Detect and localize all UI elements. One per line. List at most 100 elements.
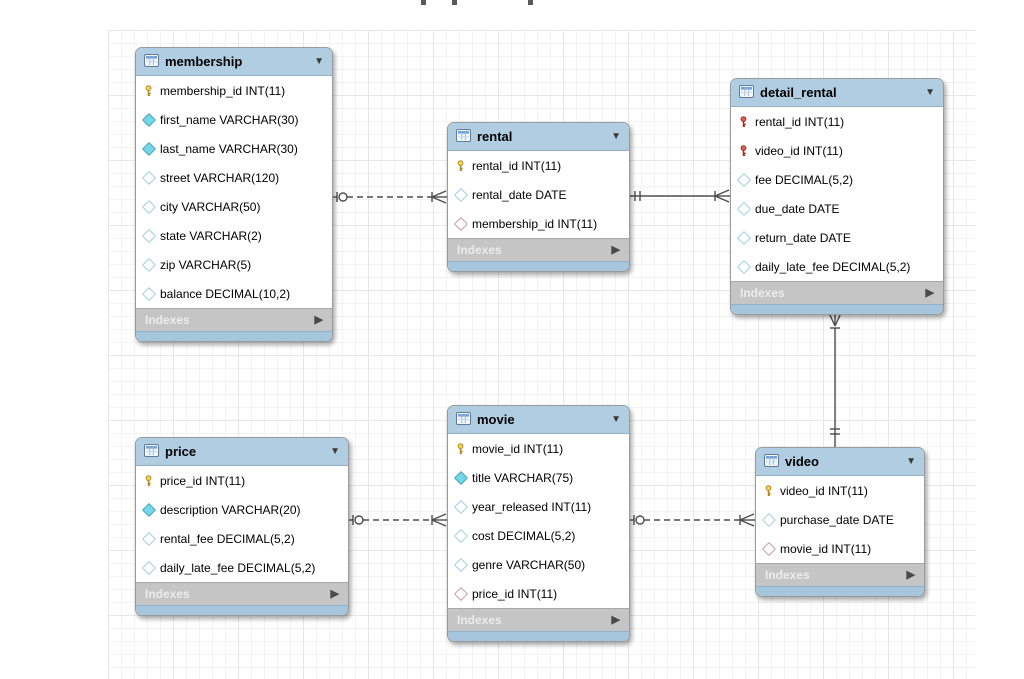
column-definition: year_released INT(11)	[472, 499, 592, 514]
column-title[interactable]: title VARCHAR(75)	[448, 463, 629, 492]
nullable-column-icon	[453, 557, 468, 572]
column-daily_late_fee[interactable]: daily_late_fee DECIMAL(5,2)	[136, 553, 348, 582]
table-rental[interactable]: rental ▼ rental_id INT(11)rental_date DA…	[447, 122, 630, 272]
table-icon	[144, 443, 159, 460]
collapse-arrow-icon[interactable]: ▼	[314, 55, 324, 67]
expand-arrow-icon[interactable]: ▶	[906, 568, 915, 581]
nullable-column-icon	[141, 170, 156, 185]
column-video_id[interactable]: video_id INT(11)	[731, 136, 943, 165]
column-definition: daily_late_fee DECIMAL(5,2)	[755, 259, 911, 274]
column-purchase_date[interactable]: purchase_date DATE	[756, 505, 924, 534]
column-first_name[interactable]: first_name VARCHAR(30)	[136, 105, 332, 134]
indexes-label: Indexes	[765, 568, 810, 582]
column-definition: zip VARCHAR(5)	[160, 257, 252, 272]
table-membership[interactable]: membership ▼ membership_id INT(11)first_…	[135, 47, 333, 342]
table-detail_rental[interactable]: detail_rental ▼ rental_id INT(11)video_i…	[730, 78, 944, 315]
column-genre[interactable]: genre VARCHAR(50)	[448, 550, 629, 579]
table-footer	[756, 586, 924, 596]
column-description[interactable]: description VARCHAR(20)	[136, 495, 348, 524]
indexes-section[interactable]: Indexes ▶	[448, 608, 629, 631]
table-title: price	[165, 444, 197, 459]
primary-key-icon	[455, 442, 466, 455]
table-video[interactable]: video ▼ video_id INT(11) purchase_date DA…	[755, 447, 925, 597]
table-title: movie	[477, 412, 515, 427]
expand-arrow-icon[interactable]: ▶	[611, 243, 620, 256]
column-rental_date[interactable]: rental_date DATE	[448, 180, 629, 209]
column-return_date[interactable]: return_date DATE	[731, 223, 943, 252]
collapse-arrow-icon[interactable]: ▼	[611, 130, 621, 142]
column-list: price_id INT(11)description VARCHAR(20)r…	[136, 466, 348, 582]
table-header[interactable]: membership ▼	[136, 48, 332, 76]
table-footer	[136, 331, 332, 341]
nullable-column-icon	[736, 201, 751, 216]
indexes-label: Indexes	[740, 286, 785, 300]
expand-arrow-icon[interactable]: ▶	[314, 313, 323, 326]
table-price[interactable]: price ▼ price_id INT(11)description VARC…	[135, 437, 349, 616]
column-balance[interactable]: balance DECIMAL(10,2)	[136, 279, 332, 308]
column-rental_id[interactable]: rental_id INT(11)	[731, 107, 943, 136]
indexes-section[interactable]: Indexes ▶	[136, 308, 332, 331]
collapse-arrow-icon[interactable]: ▼	[330, 445, 340, 457]
table-title: membership	[165, 54, 243, 69]
column-city[interactable]: city VARCHAR(50)	[136, 192, 332, 221]
column-daily_late_fee[interactable]: daily_late_fee DECIMAL(5,2)	[731, 252, 943, 281]
relationship-membership-rental[interactable]	[331, 190, 447, 204]
column-state[interactable]: state VARCHAR(2)	[136, 221, 332, 250]
table-footer	[731, 304, 943, 314]
collapse-arrow-icon[interactable]: ▼	[925, 86, 935, 98]
column-list: video_id INT(11) purchase_date DATE movie_…	[756, 476, 924, 563]
column-membership_id[interactable]: membership_id INT(11)	[448, 209, 629, 238]
column-year_released[interactable]: year_released INT(11)	[448, 492, 629, 521]
table-movie[interactable]: movie ▼ movie_id INT(11) title VARCHAR(75…	[447, 405, 630, 642]
expand-arrow-icon[interactable]: ▶	[611, 613, 620, 626]
column-definition: title VARCHAR(75)	[472, 470, 574, 485]
foreign-key-column-icon	[453, 586, 468, 601]
primary-foreign-key-icon	[738, 115, 749, 128]
relationship-rental-detail_rental[interactable]	[628, 189, 730, 203]
column-membership_id[interactable]: membership_id INT(11)	[136, 76, 332, 105]
not-null-column-icon	[141, 112, 156, 127]
indexes-section[interactable]: Indexes ▶	[756, 563, 924, 586]
table-header[interactable]: price ▼	[136, 438, 348, 466]
expand-arrow-icon[interactable]: ▶	[330, 587, 339, 600]
column-list: movie_id INT(11) title VARCHAR(75) year_re…	[448, 434, 629, 608]
column-last_name[interactable]: last_name VARCHAR(30)	[136, 134, 332, 163]
column-definition: fee DECIMAL(5,2)	[755, 172, 854, 187]
column-list: membership_id INT(11)first_name VARCHAR(…	[136, 76, 332, 308]
foreign-key-column-icon	[453, 216, 468, 231]
column-movie_id[interactable]: movie_id INT(11)	[756, 534, 924, 563]
table-header[interactable]: video ▼	[756, 448, 924, 476]
column-definition: purchase_date DATE	[780, 512, 894, 527]
column-cost[interactable]: cost DECIMAL(5,2)	[448, 521, 629, 550]
table-header[interactable]: detail_rental ▼	[731, 79, 943, 107]
column-video_id[interactable]: video_id INT(11)	[756, 476, 924, 505]
column-definition: video_id INT(11)	[780, 483, 868, 498]
column-street[interactable]: street VARCHAR(120)	[136, 163, 332, 192]
column-rental_fee[interactable]: rental_fee DECIMAL(5,2)	[136, 524, 348, 553]
column-due_date[interactable]: due_date DATE	[731, 194, 943, 223]
column-definition: genre VARCHAR(50)	[472, 557, 586, 572]
column-price_id[interactable]: price_id INT(11)	[448, 579, 629, 608]
nullable-column-icon	[141, 560, 156, 575]
collapse-arrow-icon[interactable]: ▼	[611, 413, 621, 425]
column-rental_id[interactable]: rental_id INT(11)	[448, 151, 629, 180]
indexes-section[interactable]: Indexes ▶	[448, 238, 629, 261]
nullable-column-icon	[453, 499, 468, 514]
primary-key-icon	[143, 84, 154, 97]
table-header[interactable]: rental ▼	[448, 123, 629, 151]
column-fee[interactable]: fee DECIMAL(5,2)	[731, 165, 943, 194]
table-header[interactable]: movie ▼	[448, 406, 629, 434]
indexes-section[interactable]: Indexes ▶	[136, 582, 348, 605]
column-definition: street VARCHAR(120)	[160, 170, 280, 185]
relationship-price-movie[interactable]	[347, 513, 447, 527]
indexes-section[interactable]: Indexes ▶	[731, 281, 943, 304]
column-movie_id[interactable]: movie_id INT(11)	[448, 434, 629, 463]
column-price_id[interactable]: price_id INT(11)	[136, 466, 348, 495]
expand-arrow-icon[interactable]: ▶	[925, 286, 934, 299]
collapse-arrow-icon[interactable]: ▼	[906, 455, 916, 467]
table-title: detail_rental	[760, 85, 837, 100]
column-zip[interactable]: zip VARCHAR(5)	[136, 250, 332, 279]
nullable-column-icon	[453, 187, 468, 202]
